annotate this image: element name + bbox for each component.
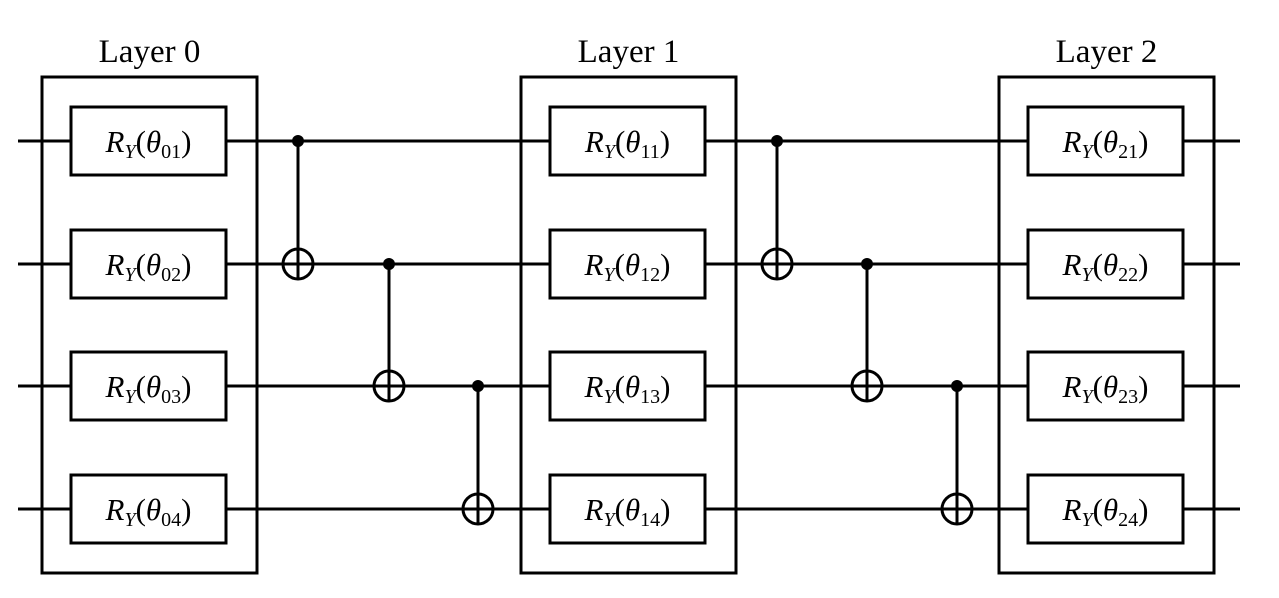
ry-gate-23: RY(θ23) <box>1026 350 1185 422</box>
ry-gate-label: RY(θ21) <box>1062 124 1149 163</box>
layer-frames <box>40 75 1216 575</box>
ry-gate-label: RY(θ01) <box>105 124 192 163</box>
control-dot <box>861 258 873 270</box>
cnot-gate-1-2 <box>850 258 884 403</box>
cnot-gate-0-1 <box>281 135 315 281</box>
cnot-gate-1-3 <box>940 380 974 526</box>
layer-title-0: Layer 0 <box>99 34 201 70</box>
ry-gate-box <box>548 350 707 422</box>
ry-gate-label: RY(θ11) <box>584 124 670 163</box>
ry-gate-24: RY(θ24) <box>1026 473 1185 545</box>
ry-gate-13: RY(θ13) <box>548 350 707 422</box>
cnot-gate-1-1 <box>760 135 794 281</box>
ry-gate-label: RY(θ13) <box>584 369 671 408</box>
layer-frame-2 <box>997 75 1216 575</box>
ry-gate-box <box>69 228 228 300</box>
ry-gate-box <box>69 473 228 545</box>
control-dot <box>951 380 963 392</box>
ry-gate-label: RY(θ23) <box>1062 369 1149 408</box>
ry-gate-box <box>548 473 707 545</box>
ry-gate-label: RY(θ02) <box>105 247 192 286</box>
layer-frame-1 <box>519 75 738 575</box>
cnot-gates <box>281 135 974 526</box>
control-dot <box>472 380 484 392</box>
ry-gate-12: RY(θ12) <box>548 228 707 300</box>
ry-gate-label: RY(θ04) <box>105 492 192 531</box>
ry-gate-14: RY(θ14) <box>548 473 707 545</box>
qubit-wires <box>18 139 1240 511</box>
ry-gate-box <box>548 105 707 177</box>
cnot-gate-0-2 <box>372 258 406 403</box>
ry-gate-label: RY(θ24) <box>1062 492 1149 531</box>
ry-gate-box <box>1026 350 1185 422</box>
layer-title-1: Layer 1 <box>578 34 680 70</box>
ry-gate-21: RY(θ21) <box>1026 105 1185 177</box>
control-dot <box>771 135 783 147</box>
layer-title-2: Layer 2 <box>1056 34 1158 70</box>
layer-frame-0 <box>40 75 259 575</box>
ry-gate-02: RY(θ02) <box>69 228 228 300</box>
ry-gate-label: RY(θ14) <box>584 492 671 531</box>
rotation-gates: RY(θ01) RY(θ02) RY(θ03) RY(θ04) RY(θ11) RY(θ1… <box>69 105 1185 545</box>
ry-gate-03: RY(θ03) <box>69 350 228 422</box>
ry-gate-box <box>548 228 707 300</box>
ry-gate-box <box>1026 228 1185 300</box>
ry-gate-box <box>1026 105 1185 177</box>
ry-gate-22: RY(θ22) <box>1026 228 1185 300</box>
cnot-gate-0-3 <box>461 380 495 526</box>
ry-gate-box <box>1026 473 1185 545</box>
ry-gate-label: RY(θ12) <box>584 247 671 286</box>
ry-gate-01: RY(θ01) <box>69 105 228 177</box>
ry-gate-label: RY(θ03) <box>105 369 192 408</box>
control-dot <box>383 258 395 270</box>
ry-gate-box <box>69 350 228 422</box>
control-dot <box>292 135 304 147</box>
ry-gate-11: RY(θ11) <box>548 105 707 177</box>
ry-gate-04: RY(θ04) <box>69 473 228 545</box>
ry-gate-box <box>69 105 228 177</box>
layer-titles: Layer 0 Layer 1 Layer 2 <box>99 34 1158 70</box>
ry-gate-label: RY(θ22) <box>1062 247 1149 286</box>
